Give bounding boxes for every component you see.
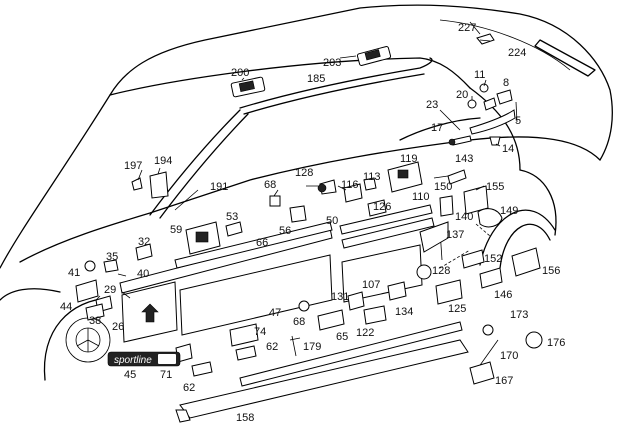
callout-179: 179 [303, 341, 321, 353]
callout-113: 113 [363, 171, 381, 183]
callout-122: 122 [356, 327, 374, 339]
callout-38: 38 [89, 315, 101, 327]
callout-140: 140 [455, 211, 473, 223]
callout-107: 107 [362, 279, 380, 291]
callout-197: 197 [124, 160, 142, 172]
callout-116: 116 [341, 179, 359, 191]
callout-26: 26 [112, 321, 124, 333]
callout-59: 59 [170, 224, 182, 236]
callout-11: 11 [474, 69, 485, 81]
small-parts [75, 21, 543, 385]
callout-131: 131 [331, 291, 349, 303]
callout-17: 17 [431, 122, 443, 134]
callout-146: 146 [494, 289, 512, 301]
callout-32: 32 [138, 236, 150, 248]
side-moldings [119, 204, 491, 423]
callout-185: 185 [307, 73, 325, 85]
callout-150: 150 [434, 181, 452, 193]
callout-143: 143 [455, 153, 473, 165]
callout-45: 45 [124, 369, 136, 381]
callout-125: 125 [448, 303, 466, 315]
callout-74: 74 [254, 326, 266, 338]
callout-40: 40 [137, 268, 149, 280]
callout-128: 128 [295, 167, 313, 179]
callout-170: 170 [500, 350, 518, 362]
callout-68b: 68 [293, 316, 305, 328]
callout-62b: 62 [183, 382, 195, 394]
callout-labels: 227 224 200 203 185 11 8 23 20 5 17 14 1… [60, 22, 565, 424]
callout-8: 8 [503, 77, 509, 89]
callout-137: 137 [446, 229, 464, 241]
callout-110: 110 [412, 191, 430, 203]
callout-200: 200 [231, 67, 249, 79]
callout-176: 176 [547, 337, 565, 349]
callout-167: 167 [495, 375, 513, 387]
callout-158: 158 [236, 412, 254, 424]
callout-194: 194 [154, 155, 172, 167]
callout-35: 35 [106, 251, 118, 263]
callout-20: 20 [456, 89, 468, 101]
callout-29: 29 [104, 284, 116, 296]
callout-134: 134 [395, 306, 413, 318]
callout-149: 149 [500, 205, 518, 217]
callout-191: 191 [210, 181, 228, 193]
callout-156: 156 [542, 265, 560, 277]
callout-173: 173 [510, 309, 528, 321]
callout-56: 56 [279, 225, 291, 237]
callout-155: 155 [486, 181, 504, 193]
callout-68: 68 [264, 179, 276, 191]
callout-5: 5 [515, 115, 521, 127]
callout-224: 224 [508, 47, 526, 59]
callout-152: 152 [484, 253, 502, 265]
callout-65: 65 [336, 331, 348, 343]
callout-62: 62 [266, 341, 278, 353]
callout-227: 227 [458, 22, 476, 34]
callout-47: 47 [269, 307, 281, 319]
callout-50: 50 [326, 215, 338, 227]
callout-41: 41 [68, 267, 80, 279]
callout-66: 66 [256, 237, 268, 249]
badge-label: sportline [114, 355, 152, 366]
callout-14: 14 [502, 143, 514, 155]
callout-119: 119 [400, 153, 418, 165]
callout-44: 44 [60, 301, 72, 313]
callout-203: 203 [323, 57, 341, 69]
callout-71: 71 [160, 369, 172, 381]
callout-126: 126 [373, 201, 391, 213]
callout-128b: 128 [432, 265, 450, 277]
callout-23: 23 [426, 99, 438, 111]
sportline-badge: sportline [107, 351, 181, 367]
callout-53: 53 [226, 211, 238, 223]
